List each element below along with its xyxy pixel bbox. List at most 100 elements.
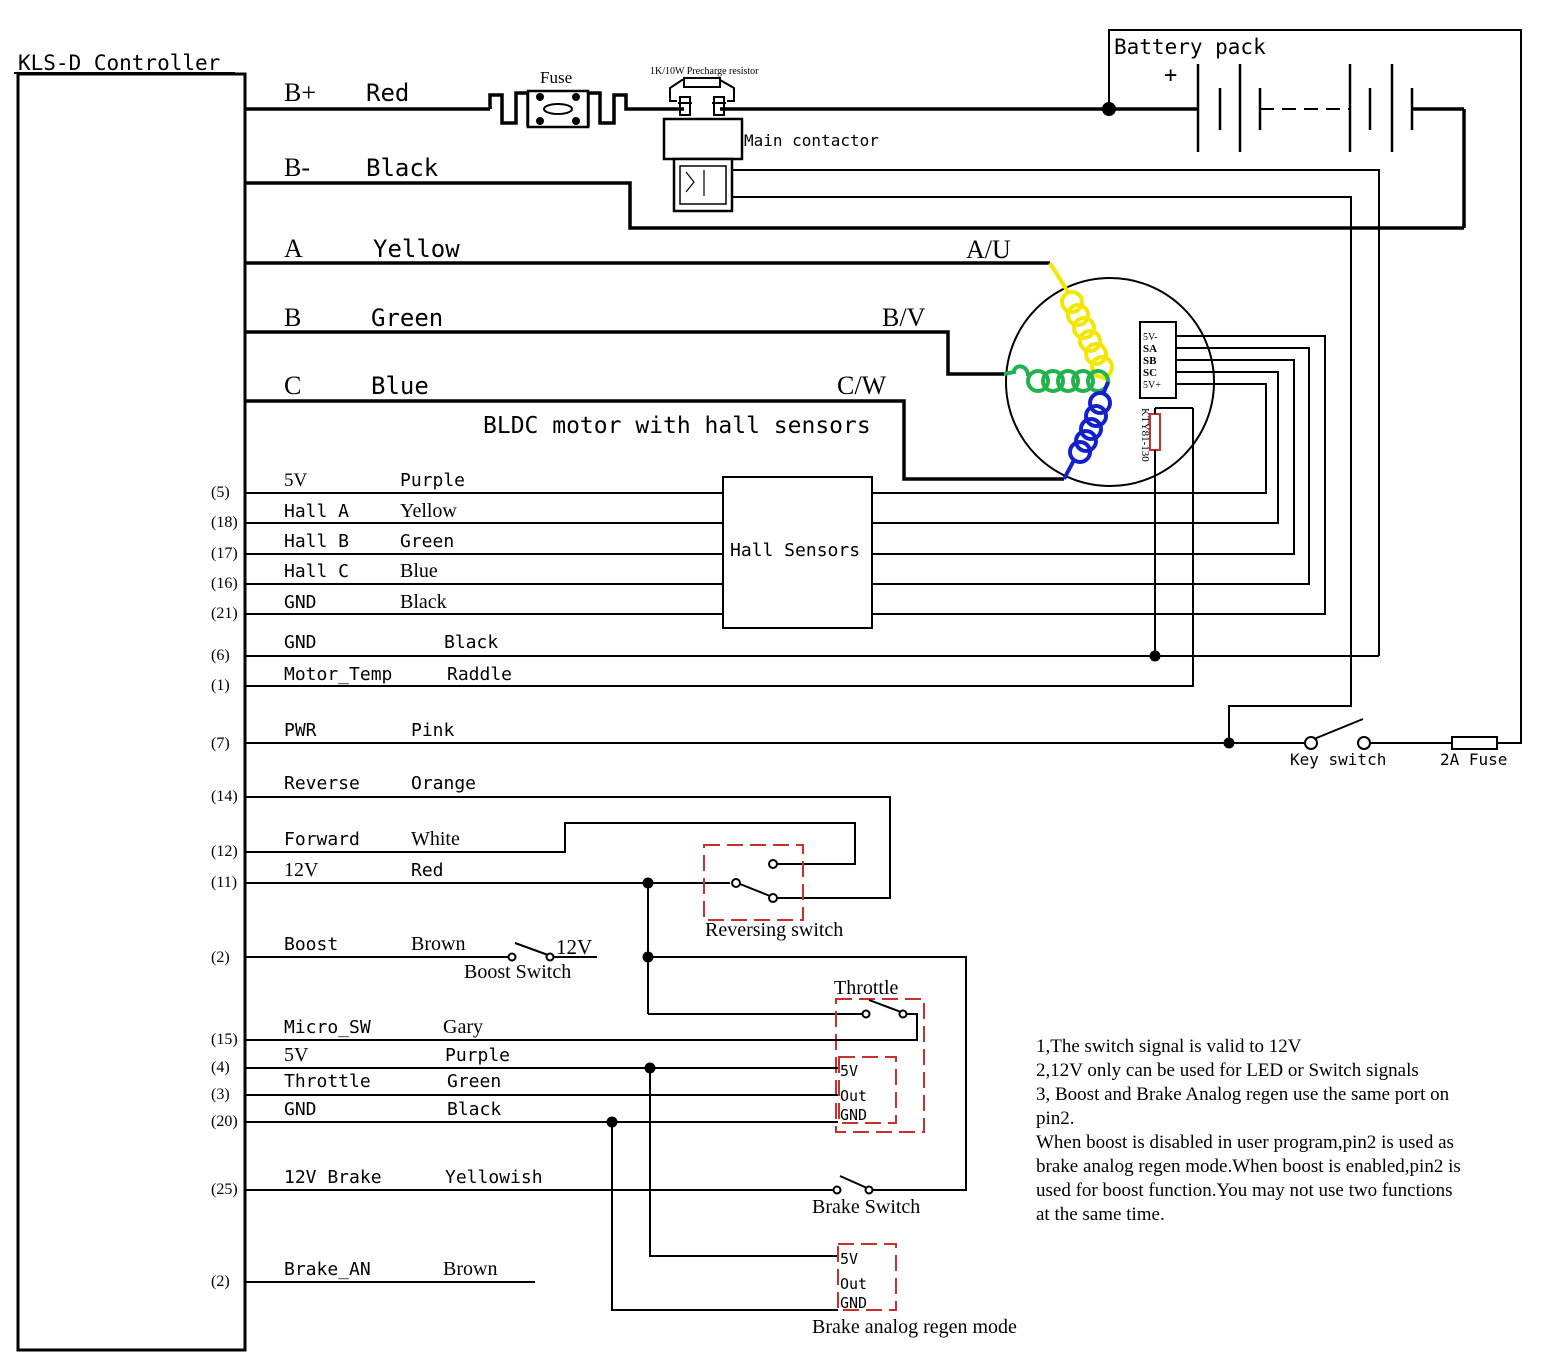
signal-gnd-20: GND — [284, 1099, 317, 1120]
phase-c-wire — [245, 399, 1064, 481]
phase-b-color: Green — [371, 304, 443, 332]
motor-coil-a — [1048, 261, 1114, 382]
color-throttle: Green — [447, 1071, 501, 1092]
throttle-pin-5v: 5V — [840, 1062, 858, 1080]
phase-a-name: A — [284, 234, 303, 263]
hall-5v-motor-wire — [872, 383, 1267, 494]
color-pwr: Pink — [411, 720, 455, 741]
motor-temp-wire — [245, 408, 1194, 687]
color-micro-sw: Gary — [443, 1016, 483, 1038]
note-line: at the same time. — [1036, 1204, 1165, 1225]
note-line: 3, Boost and Brake Analog regen use the … — [1036, 1084, 1450, 1105]
fuse-label: Fuse — [540, 68, 572, 87]
pwr-junction — [1223, 737, 1235, 749]
signal-5v-throttle: 5V — [284, 1044, 309, 1066]
pin-14: (14) — [211, 788, 238, 805]
boost-switch-label: Boost Switch — [464, 961, 571, 983]
phase-b-wire — [245, 330, 1004, 376]
phase-b-name: B — [284, 303, 301, 332]
color-brake-an: Brown — [443, 1258, 497, 1280]
controller-box — [16, 72, 247, 1352]
motor-coil-b — [1003, 364, 1110, 393]
motor-hall-connector — [1139, 321, 1177, 399]
main-fuse — [488, 89, 640, 129]
pin-3: (3) — [211, 1086, 230, 1103]
brake-regen-label: Brake analog regen mode — [812, 1316, 1017, 1338]
boost-switch — [507, 942, 555, 962]
hall-b-motor-wire — [872, 359, 1295, 555]
row-reverse-wire — [245, 796, 891, 899]
pin-17: (17) — [211, 545, 238, 562]
pin-2-brake: (2) — [211, 1273, 230, 1290]
throttle-outline — [835, 998, 925, 1133]
battery-cells — [1196, 64, 1414, 152]
hall-c-motor-wire — [872, 347, 1310, 585]
phase-c-name: C — [284, 371, 301, 400]
signal-12v: 12V — [284, 859, 319, 881]
battery-label: Battery pack — [1114, 35, 1266, 59]
note-line: pin2. — [1036, 1108, 1075, 1129]
key-switch-label: Key switch — [1290, 750, 1386, 769]
signal-reverse: Reverse — [284, 773, 360, 794]
throttle-switch — [861, 999, 908, 1019]
bplus-color: Red — [366, 79, 409, 107]
5v-to-brake-regen-wire — [649, 1068, 838, 1257]
battery-plus: + — [1164, 63, 1177, 88]
bminus-wire — [245, 181, 1464, 230]
contactor-label: Main contactor — [744, 131, 879, 150]
color-gnd-6: Black — [444, 632, 498, 653]
signal-brake-an: Brake_AN — [284, 1259, 371, 1280]
hall-sensors-block — [722, 476, 873, 629]
signal-boost: Boost — [284, 934, 338, 955]
phase-c-terminal: C/W — [837, 371, 887, 400]
pin-18: (18) — [211, 514, 238, 531]
note-line: 1,The switch signal is valid to 12V — [1036, 1036, 1302, 1057]
bplus-name: B+ — [284, 78, 316, 107]
pin-6: (6) — [211, 647, 230, 664]
pin-16: (16) — [211, 575, 238, 592]
pin-21: (21) — [211, 605, 238, 622]
signal-hall-gnd: GND — [284, 592, 317, 613]
reversing-switch-label: Reversing switch — [705, 919, 843, 941]
phase-c-color: Blue — [371, 372, 429, 400]
throttle-pin-gnd: GND — [840, 1106, 867, 1124]
pin-12: (12) — [211, 843, 238, 860]
bminus-color: Black — [366, 154, 439, 182]
brake-regen-outline — [837, 1243, 897, 1311]
row-forward-wire — [245, 822, 856, 865]
reversing-switch — [731, 859, 778, 903]
signal-5v: 5V — [284, 470, 308, 491]
brake-regen-pin-gnd: GND — [840, 1294, 867, 1312]
note-line: 2,12V only can be used for LED or Switch… — [1036, 1060, 1419, 1081]
bminus-name: B- — [284, 153, 310, 182]
pin-11: (11) — [211, 874, 237, 891]
color-boost: Brown — [411, 933, 465, 955]
color-hall-b: Green — [400, 531, 454, 552]
hall-a-motor-wire — [872, 371, 1279, 524]
12v-to-brake-switch-wire — [648, 956, 967, 1191]
boost-12v-label: 12V — [556, 935, 592, 959]
motor-body — [1005, 277, 1215, 487]
gnd-6-junction — [1149, 650, 1161, 662]
signal-hall-a: Hall A — [284, 501, 349, 522]
throttle-pot-outline — [838, 1056, 897, 1124]
pin-15: (15) — [211, 1031, 238, 1048]
signal-hall-b: Hall B — [284, 531, 349, 552]
motor-hall-pin-3: SB — [1143, 355, 1157, 367]
signal-gnd-6: GND — [284, 632, 317, 653]
pin-7: (7) — [211, 735, 230, 752]
color-hall-a: Yellow — [400, 500, 457, 522]
brake-regen-pin-out: Out — [840, 1275, 867, 1293]
coil-wire-pwr — [732, 196, 1352, 743]
signal-pwr: PWR — [284, 720, 317, 741]
fuse-2a-label: 2A Fuse — [1440, 750, 1507, 769]
reversing-switch-outline — [703, 844, 804, 921]
key-switch — [1304, 718, 1371, 750]
color-motor-temp: Raddle — [447, 664, 512, 685]
motor-coil-c — [1062, 381, 1112, 480]
color-reverse: Orange — [411, 773, 476, 794]
pin-4: (4) — [211, 1059, 230, 1076]
motor-hall-pin-4: SC — [1143, 367, 1157, 379]
hall-gnd-motor-wire — [872, 335, 1326, 615]
